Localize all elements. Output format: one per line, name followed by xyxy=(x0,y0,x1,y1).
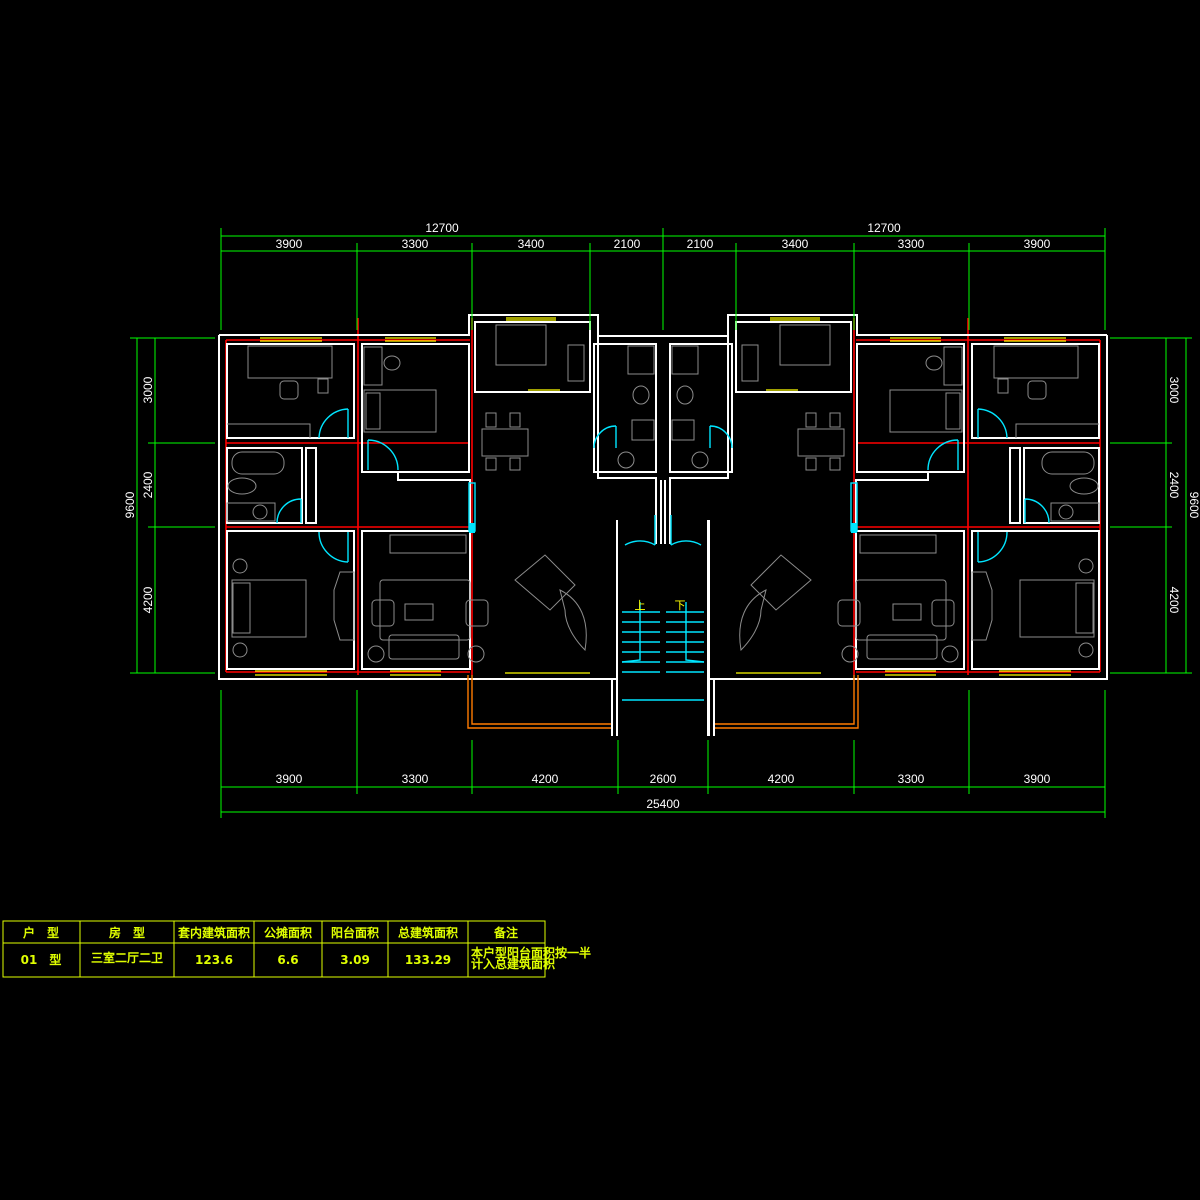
table-cell: 01 型 xyxy=(21,952,62,967)
dim-bottom: 4200 xyxy=(532,772,559,786)
dim-bottom: 2600 xyxy=(650,772,677,786)
area-table: 户 型 房 型 套内建筑面积 公摊面积 阳台面积 总建筑面积 备注 01 型 三… xyxy=(2,920,591,978)
core-walls xyxy=(660,480,709,736)
table-header: 房 型 xyxy=(109,925,145,940)
table-cell: 133.29 xyxy=(405,953,451,967)
stair-down-label: 下 xyxy=(675,599,686,612)
dim-top: 3900 xyxy=(276,237,303,251)
dim-left-total: 9600 xyxy=(123,491,137,518)
dim-bottom: 3300 xyxy=(898,772,925,786)
dim-top: 3300 xyxy=(402,237,429,251)
table-header: 公摊面积 xyxy=(264,925,312,940)
dimension-lines xyxy=(130,228,1192,818)
dim-bottom: 3900 xyxy=(276,772,303,786)
dim-top: 2100 xyxy=(614,237,641,251)
dim-top: 3300 xyxy=(898,237,925,251)
dim-bottom: 4200 xyxy=(768,772,795,786)
table-remark-line: 本户型阳台面积按一半 xyxy=(471,945,591,960)
dim-top-total-left: 12700 xyxy=(425,221,459,235)
dim-top: 3400 xyxy=(782,237,809,251)
table-cell: 三室二厅二卫 xyxy=(91,950,163,965)
dim-right-total: 9600 xyxy=(1187,492,1200,519)
table-header: 总建筑面积 xyxy=(398,925,458,940)
dim-left: 3000 xyxy=(141,376,155,403)
table-header: 户 型 xyxy=(23,925,59,940)
dim-top: 3900 xyxy=(1024,237,1051,251)
dim-right: 2400 xyxy=(1167,472,1181,499)
dim-top: 2100 xyxy=(687,237,714,251)
dimension-labels: 12700 12700 3900 3300 3400 2100 2100 340… xyxy=(123,221,1200,811)
plan-left-unit xyxy=(218,314,664,737)
dim-bottom: 3300 xyxy=(402,772,429,786)
dim-right: 3000 xyxy=(1167,377,1181,404)
dim-top: 3400 xyxy=(518,237,545,251)
dim-bottom-total: 25400 xyxy=(646,797,680,811)
dim-left: 4200 xyxy=(141,586,155,613)
table-header: 套内建筑面积 xyxy=(177,925,250,940)
dim-left: 2400 xyxy=(141,471,155,498)
table-cell: 6.6 xyxy=(277,953,298,967)
table-cell: 3.09 xyxy=(340,953,370,967)
table-remark-line: 计入总建筑面积 xyxy=(471,956,555,971)
stair-up-label: 上 xyxy=(635,599,646,612)
dim-bottom: 3900 xyxy=(1024,772,1051,786)
table-header: 阳台面积 xyxy=(331,925,379,940)
dim-right: 4200 xyxy=(1167,587,1181,614)
table-cell: 123.6 xyxy=(195,953,233,967)
plan-right-unit xyxy=(662,314,1108,737)
table-header: 备注 xyxy=(493,925,518,940)
dim-top-total-right: 12700 xyxy=(867,221,901,235)
